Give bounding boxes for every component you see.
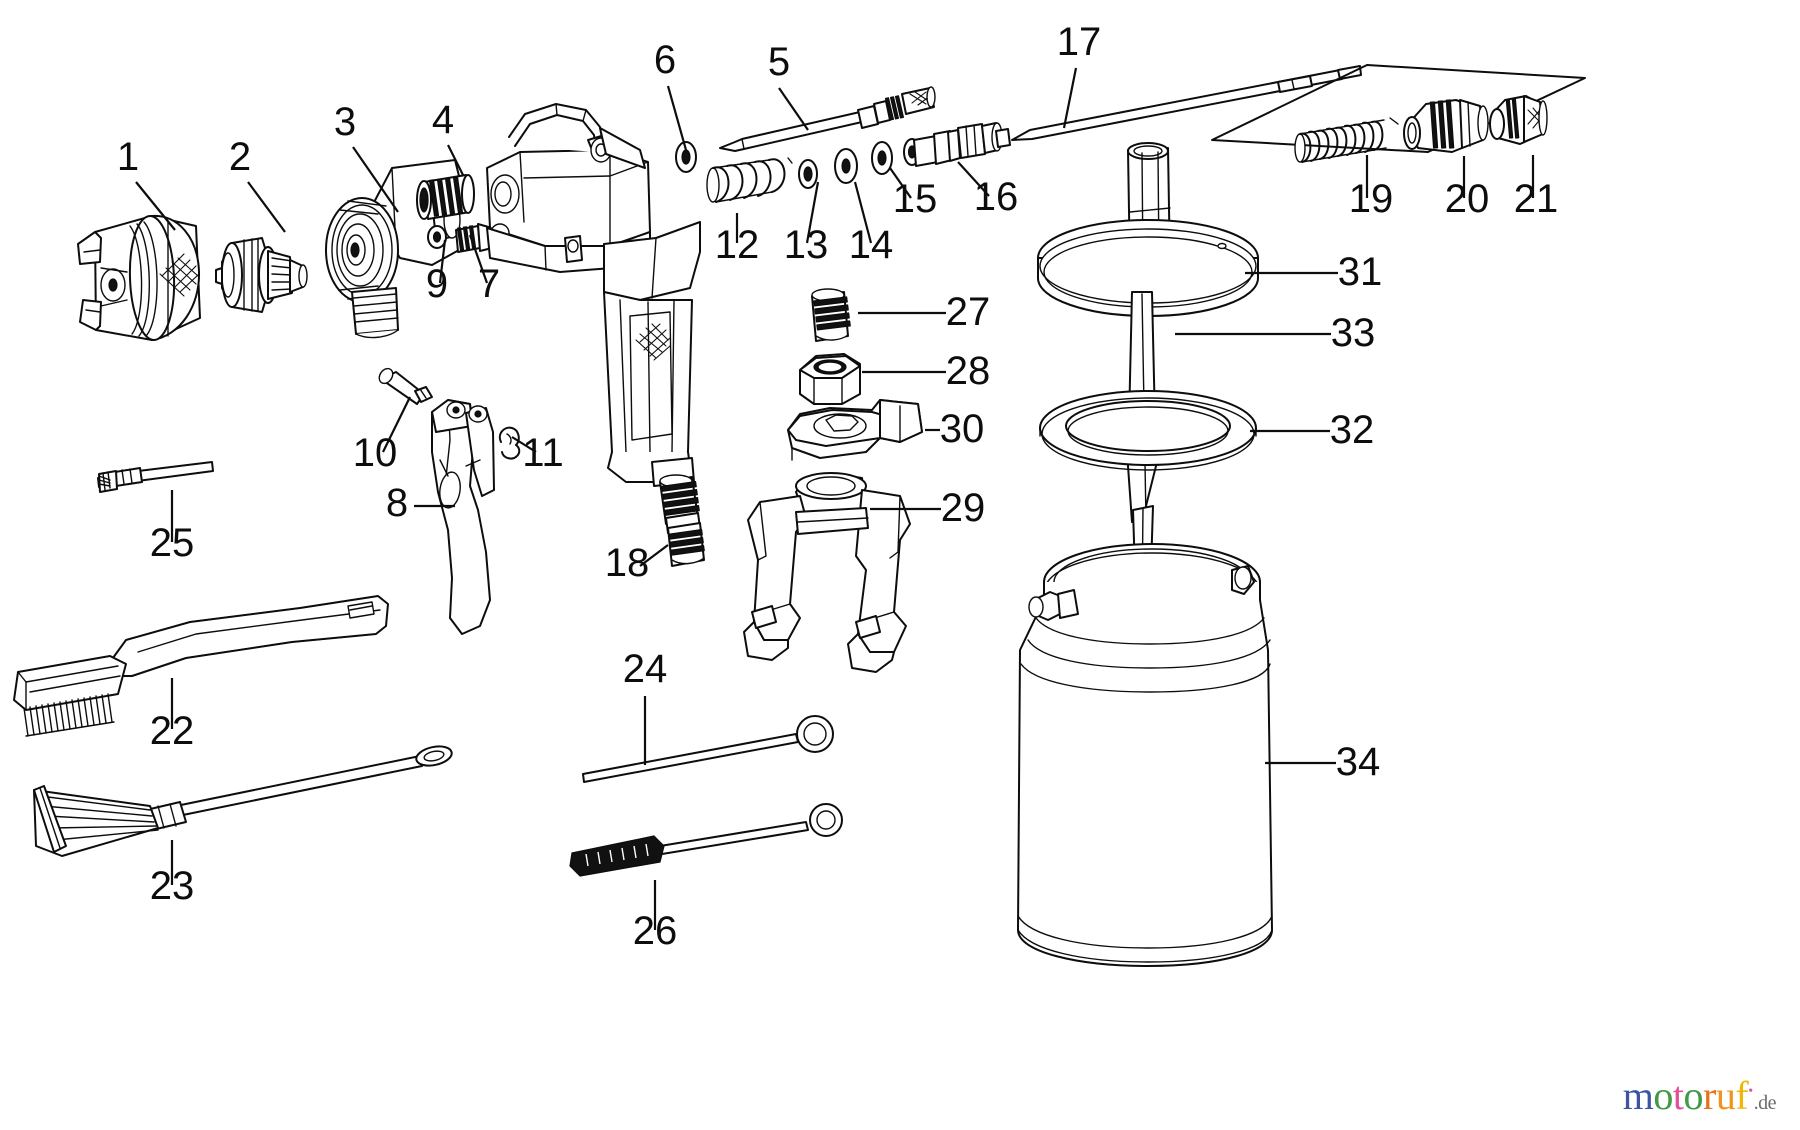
part-cone-brush (33, 745, 453, 857)
part-retaining-clip (498, 426, 521, 460)
watermark-dot: • (1748, 1083, 1753, 1099)
watermark-letter-2: t (1672, 1073, 1684, 1118)
watermark-wordmark: motoruf• (1623, 1073, 1753, 1118)
callout-number-9[interactable]: 9 (426, 262, 448, 306)
part-adjusting-knob (1403, 99, 1489, 153)
callout-number-1[interactable]: 1 (117, 135, 139, 179)
part-fluid-needle (719, 86, 936, 152)
part-small-brush (97, 461, 214, 493)
part-trigger-pin (378, 367, 433, 405)
part-air-cap (77, 214, 201, 341)
callout-number-5[interactable]: 5 (768, 40, 790, 84)
part-cup-clamp-plate (787, 399, 923, 461)
watermark-letter-0: m (1622, 1073, 1654, 1118)
callout-leader-15 (889, 167, 912, 199)
callout-leader-13 (805, 181, 820, 244)
callout-leader-17 (1062, 67, 1078, 129)
callout-number-3[interactable]: 3 (334, 100, 356, 144)
callout-number-22[interactable]: 22 (150, 709, 195, 753)
callout-number-23[interactable]: 23 (150, 864, 195, 908)
callout-number-6[interactable]: 6 (654, 38, 676, 82)
callout-number-26[interactable]: 26 (633, 909, 678, 953)
callout-number-12[interactable]: 12 (715, 223, 760, 267)
callout-number-13[interactable]: 13 (784, 223, 829, 267)
callout-number-25[interactable]: 25 (150, 521, 195, 565)
part-hex-nut (799, 353, 861, 405)
callout-leader-5 (778, 87, 809, 131)
watermark-tld: .de (1753, 1092, 1777, 1114)
callout-leader-10 (382, 396, 411, 453)
callout-number-34[interactable]: 34 (1336, 740, 1381, 784)
callout-number-19[interactable]: 19 (1349, 177, 1394, 221)
watermark-letter-1: o (1653, 1073, 1673, 1118)
callout-leader-6 (666, 85, 688, 151)
callout-number-11[interactable]: 11 (522, 431, 564, 475)
callout-number-14[interactable]: 14 (849, 223, 894, 267)
callout-number-21[interactable]: 21 (1514, 177, 1559, 221)
part-needle-extension-rod (1011, 65, 1362, 141)
callout-number-28[interactable]: 28 (946, 349, 991, 393)
part-needle-spring (706, 157, 793, 203)
watermark-letter-5: u (1715, 1073, 1736, 1118)
part-cup-bracket (743, 472, 911, 673)
callout-leader-18 (639, 544, 669, 567)
part-needle-washer (675, 141, 697, 173)
callout-number-20[interactable]: 20 (1445, 177, 1490, 221)
motoruf-watermark[interactable]: motoruf•.de (1623, 1073, 1777, 1118)
part-gun-body-main (486, 103, 701, 487)
callout-leader-16 (957, 161, 990, 197)
callout-number-8[interactable]: 8 (386, 481, 408, 525)
callout-leader-11 (511, 436, 537, 453)
part-end-cap (1489, 95, 1548, 145)
part-packing-nut (416, 174, 475, 220)
callout-leader-1 (135, 181, 176, 231)
callout-number-31[interactable]: 31 (1338, 250, 1383, 294)
part-washer-15 (871, 141, 893, 175)
watermark-letter-4: r (1703, 1073, 1716, 1118)
callout-leader-3 (352, 146, 399, 213)
part-air-inlet-nipple (659, 474, 705, 567)
watermark-letter-6: f (1735, 1073, 1749, 1118)
callout-number-17[interactable]: 17 (1057, 20, 1102, 64)
callout-number-29[interactable]: 29 (941, 486, 986, 530)
callout-leader-9 (438, 239, 447, 284)
callout-number-32[interactable]: 32 (1330, 408, 1375, 452)
callout-leader-2 (247, 181, 286, 233)
callout-number-24[interactable]: 24 (623, 647, 668, 691)
callout-leader-layer (135, 67, 1535, 930)
part-washer-14 (834, 148, 858, 184)
part-needle-adjust-barrel (903, 122, 1011, 167)
callout-number-15[interactable]: 15 (893, 177, 938, 221)
callout-number-30[interactable]: 30 (940, 407, 985, 451)
callout-number-7[interactable]: 7 (478, 262, 500, 306)
callout-number-18[interactable]: 18 (605, 541, 650, 585)
part-cup-lid (1037, 142, 1259, 317)
callout-leader-7 (468, 234, 489, 284)
part-wire-brush (13, 595, 389, 737)
backing-plate (1211, 64, 1586, 153)
watermark-letter-3: o (1683, 1073, 1704, 1118)
callout-number-33[interactable]: 33 (1331, 311, 1376, 355)
part-set-screw (811, 288, 851, 342)
part-seal-washer (427, 225, 447, 249)
part-bottle-brush (569, 803, 843, 877)
part-fluid-nozzle (215, 237, 308, 313)
callout-number-4[interactable]: 4 (432, 98, 454, 142)
part-cleaning-needle (582, 715, 834, 783)
part-trigger (431, 399, 495, 635)
part-paint-cup (1017, 543, 1273, 967)
callout-number-27[interactable]: 27 (946, 290, 991, 334)
callout-number-16[interactable]: 16 (974, 175, 1019, 219)
part-adjuster-spring (1294, 117, 1399, 163)
callout-leader-14 (853, 181, 873, 244)
part-spring-washer (798, 159, 818, 189)
callout-number-10[interactable]: 10 (353, 431, 398, 475)
part-cup-gasket-ring (1039, 390, 1257, 471)
callout-number-2[interactable]: 2 (229, 135, 251, 179)
callout-leader-4 (447, 144, 464, 176)
